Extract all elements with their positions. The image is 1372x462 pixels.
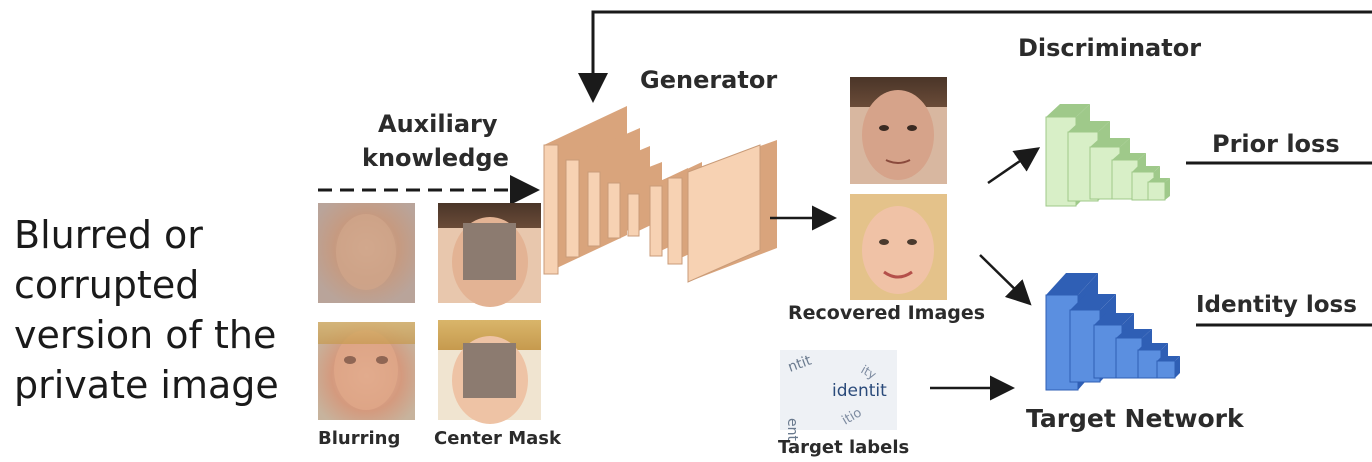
recovered-images-label: Recovered Images	[788, 302, 986, 324]
recovered-face-image	[850, 194, 947, 300]
description-line: corrupted	[14, 263, 200, 307]
center-mask-face-image	[438, 320, 541, 424]
target-labels-image: ntit ent ity itio identit	[780, 350, 897, 441]
generator-label: Generator	[640, 66, 778, 94]
target-network-label: Target Network	[1026, 404, 1244, 433]
to-target-network-arrow	[979, 254, 1032, 306]
target-labels-label: Target labels	[778, 437, 910, 458]
discriminator-layer	[1147, 178, 1170, 201]
description-line: Blurred or	[14, 213, 203, 257]
target-label-word: identit	[832, 381, 887, 401]
discriminator-label: Discriminator	[1018, 34, 1202, 62]
target-network	[1045, 273, 1180, 391]
discriminator-network	[1045, 104, 1170, 207]
generator-network	[543, 106, 777, 283]
generator-layer	[687, 140, 777, 283]
description-line: private image	[14, 363, 279, 407]
center-mask-face-image	[438, 203, 541, 307]
description-text: Blurred or corrupted version of the priv…	[14, 210, 304, 410]
description-line: version of the	[14, 313, 277, 357]
center-mask-label: Center Mask	[434, 428, 561, 449]
blurred-face-image	[318, 322, 415, 420]
blurring-label: Blurring	[318, 428, 401, 449]
identity-loss-label: Identity loss	[1196, 292, 1357, 318]
auxiliary-label-line1: Auxiliary	[378, 110, 498, 138]
prior-loss-label: Prior loss	[1212, 130, 1340, 158]
to-discriminator-arrow	[987, 147, 1041, 185]
feedback-loop-arrow	[578, 10, 1372, 103]
svg-text:ity: ity	[859, 362, 879, 382]
blurred-face-image	[318, 203, 415, 303]
svg-text:ent: ent	[784, 418, 800, 441]
target-network-layer	[1156, 356, 1180, 379]
auxiliary-label-line2: knowledge	[362, 144, 509, 172]
recovered-face-image	[850, 77, 947, 184]
svg-text:ntit: ntit	[786, 352, 814, 375]
